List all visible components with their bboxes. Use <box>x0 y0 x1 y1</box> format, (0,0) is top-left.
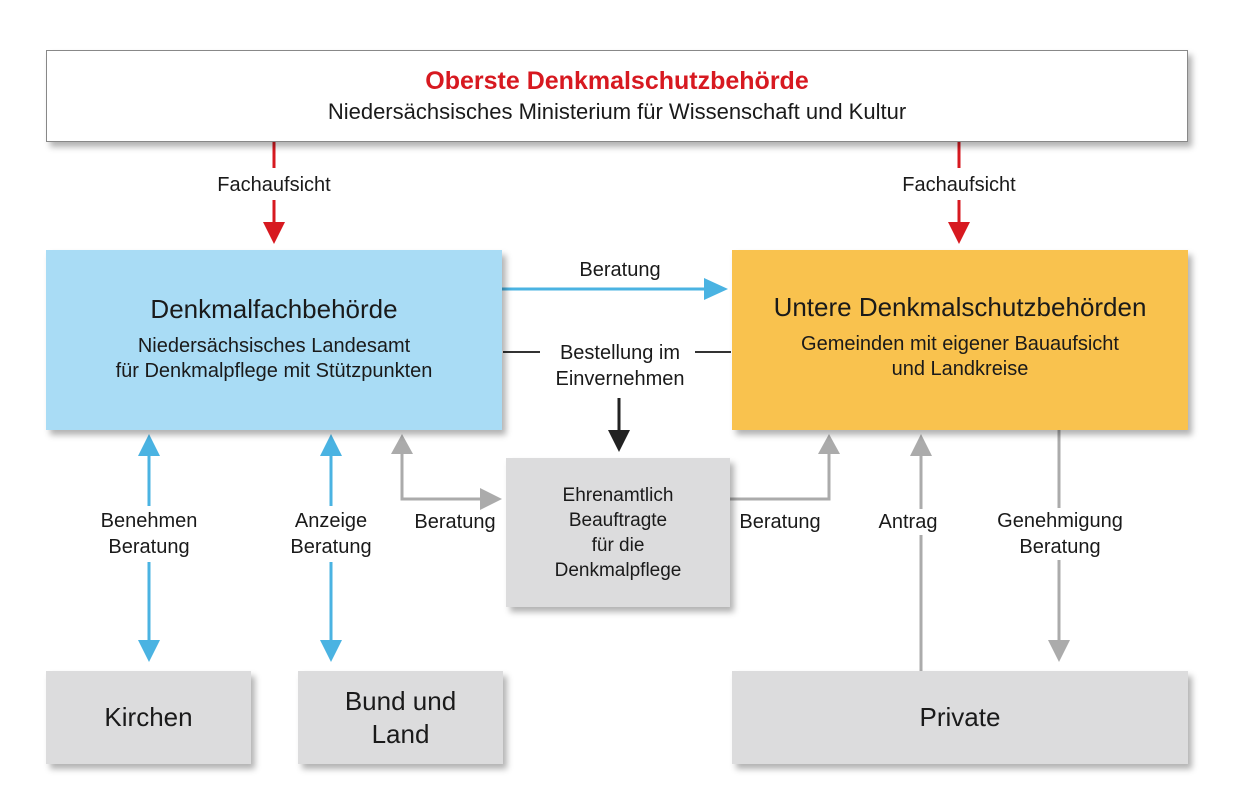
ehren-l2: Beauftragte <box>568 509 668 531</box>
fachaufsicht-right-label: Fachaufsicht <box>902 174 1016 196</box>
fachaufsicht-left-label: Fachaufsicht <box>217 174 331 196</box>
beratung-arrow-blue <box>502 278 728 300</box>
beratung: Beratung <box>108 536 190 558</box>
beratung-left-gray-arrow <box>391 434 502 510</box>
anzeige: Anzeige <box>294 510 368 532</box>
genehmigung: Genehmigung <box>980 508 1140 534</box>
kirchen-box: Kirchen <box>46 671 251 764</box>
beratung: Beratung <box>980 534 1140 560</box>
ehren-l3: für die <box>591 534 645 556</box>
kirchen-label: Kirchen <box>104 702 193 732</box>
ehrenamtlich-beauftragte-box: Ehrenamtlich Beauftragte für die Denkmal… <box>506 458 730 607</box>
bund-double-arrow <box>320 434 342 662</box>
beratung-left-label: Beratung <box>414 511 496 533</box>
beratung: Beratung <box>290 536 372 558</box>
fachaufsicht-left-arrow <box>263 142 285 244</box>
untere-denkmalschutzbehoerden-box: Untere Denkmalschutzbehörden Gemeinden m… <box>732 250 1188 430</box>
beratung-right-label: Beratung <box>739 511 821 533</box>
ehren-l1: Ehrenamtlich <box>562 484 674 506</box>
bestellung-lines <box>503 351 731 452</box>
antrag-arrow <box>910 434 932 671</box>
kirchen-relation-label: Benehmen Beratung <box>79 508 219 560</box>
ehren-l4: Denkmalpflege <box>554 559 682 581</box>
fachaufsicht-right-arrow <box>948 142 970 244</box>
bund-relation-label: Anzeige Beratung <box>261 508 401 560</box>
denkmalfachbehoerde-box: Denkmalfachbehörde Niedersächsisches Lan… <box>46 250 502 430</box>
untere-title: Untere Denkmalschutzbehörden <box>773 292 1147 322</box>
genehmigung-label: Genehmigung Beratung <box>980 508 1140 560</box>
bestellung-line2: Einvernehmen <box>555 368 685 390</box>
fach-title: Denkmalfachbehörde <box>150 294 398 324</box>
oberste-title: Oberste Denkmalschutzbehörde <box>425 67 809 95</box>
bund-l1: Bund und <box>344 685 457 716</box>
fach-line1: Niedersächsisches Landesamt <box>137 335 411 357</box>
benehmen: Benehmen <box>100 510 198 532</box>
beratung-top-label: Beratung <box>579 259 661 281</box>
oberste-subtitle: Niedersächsisches Ministerium für Wissen… <box>327 99 907 124</box>
untere-line2: und Landkreise <box>891 358 1029 380</box>
untere-line1: Gemeinden mit eigener Bauaufsicht <box>801 333 1119 355</box>
bund-l2: Land <box>371 718 430 749</box>
kirchen-double-arrow <box>138 434 160 662</box>
beratung-right-gray-arrow <box>730 434 840 501</box>
antrag-label: Antrag <box>873 509 943 535</box>
oberste-denkmalschutzbehoerde-box: Oberste Denkmalschutzbehörde Niedersächs… <box>46 50 1188 142</box>
bestellung-label: Bestellung im Einvernehmen <box>530 340 710 392</box>
bestellung-line1: Bestellung im <box>559 342 681 364</box>
bund-und-land-box: Bund und Land <box>298 671 503 764</box>
private-label: Private <box>919 702 1001 732</box>
fach-line2: für Denkmalpflege mit Stützpunkten <box>115 360 433 382</box>
private-box: Private <box>732 671 1188 764</box>
